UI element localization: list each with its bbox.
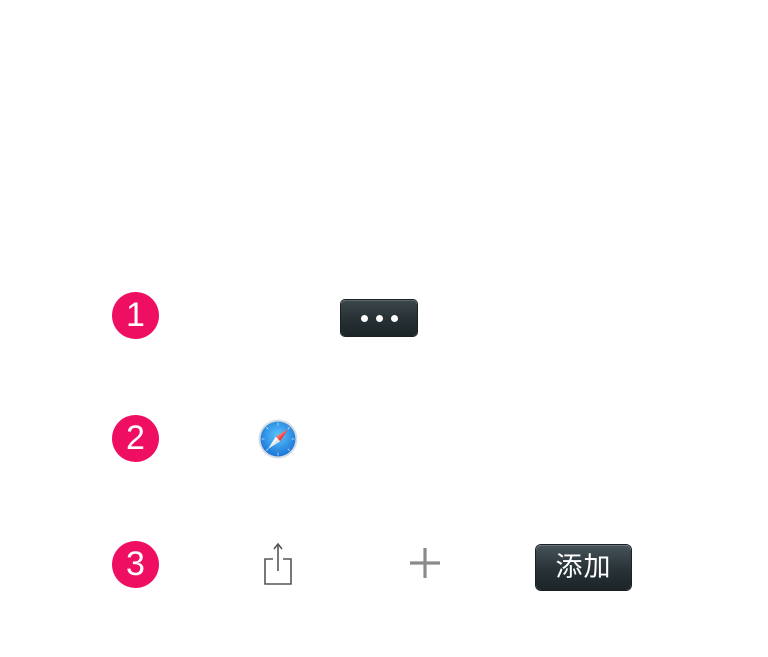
step-1-badge: 1 bbox=[112, 292, 159, 339]
more-dot bbox=[390, 314, 398, 322]
more-dots-icon bbox=[360, 314, 368, 322]
safari-compass-icon[interactable] bbox=[258, 419, 298, 459]
share-icon[interactable] bbox=[261, 541, 295, 587]
step-2-badge: 2 bbox=[112, 415, 159, 462]
more-options-button[interactable] bbox=[341, 300, 417, 336]
step-3-badge: 3 bbox=[112, 541, 159, 588]
plus-icon[interactable] bbox=[408, 546, 442, 580]
more-dot bbox=[375, 314, 383, 322]
add-button[interactable]: 添加 bbox=[536, 545, 631, 590]
